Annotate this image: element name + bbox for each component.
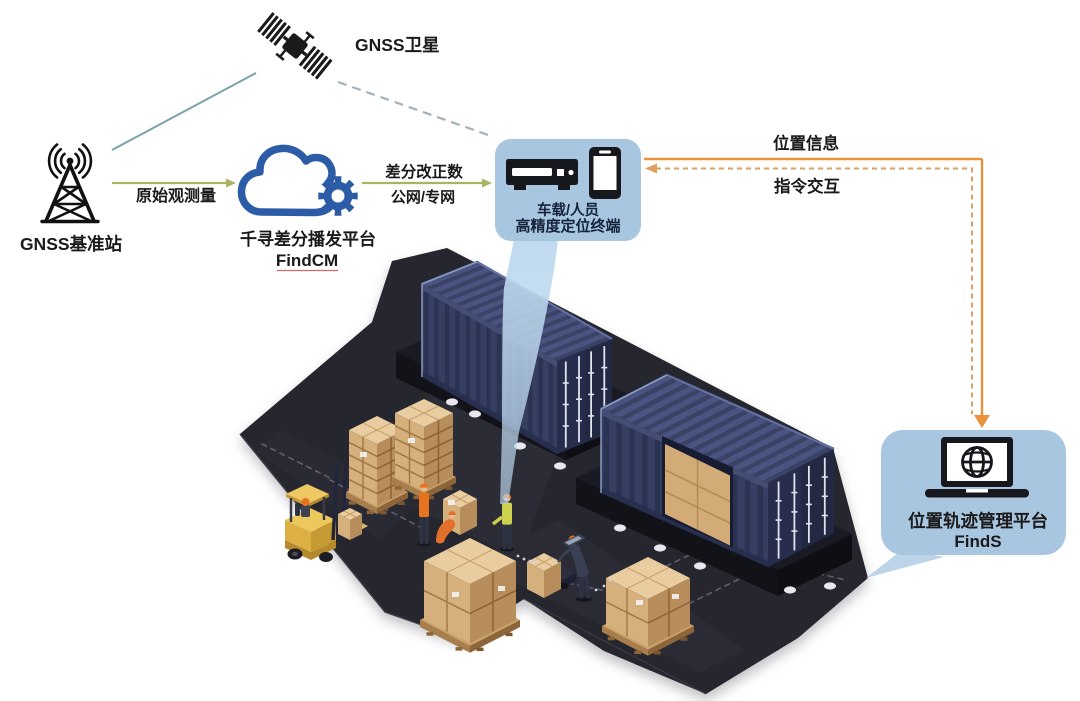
- svg-text:车载/人员: 车载/人员: [537, 201, 599, 219]
- svg-text:差分改正数: 差分改正数: [385, 162, 463, 181]
- svg-text:GNSS基准站: GNSS基准站: [20, 234, 123, 254]
- svg-text:高精度定位终端: 高精度定位终端: [515, 217, 620, 235]
- svg-text:FindCM: FindCM: [276, 251, 338, 270]
- svg-text:位置信息: 位置信息: [773, 133, 839, 153]
- svg-text:原始观测量: 原始观测量: [136, 186, 216, 205]
- svg-text:公网/专网: 公网/专网: [391, 188, 455, 206]
- svg-text:指令交互: 指令交互: [774, 176, 840, 196]
- svg-text:位置轨迹管理平台: 位置轨迹管理平台: [908, 511, 1048, 531]
- svg-text:GNSS卫星: GNSS卫星: [355, 35, 440, 55]
- svg-text:千寻差分播发平台: 千寻差分播发平台: [240, 229, 376, 249]
- svg-text:FindS: FindS: [954, 532, 1001, 551]
